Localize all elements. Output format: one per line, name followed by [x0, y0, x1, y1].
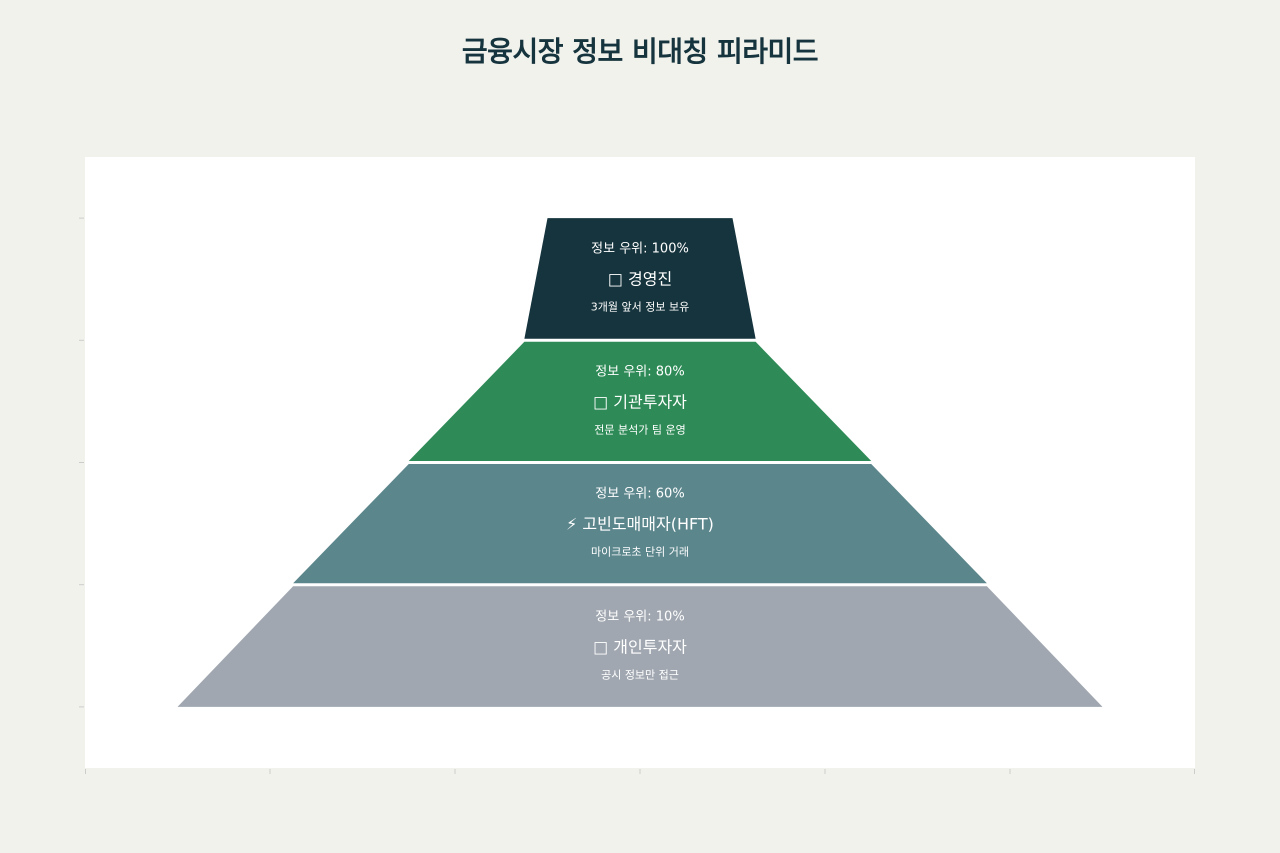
level-advantage-label: 정보 우위: 10%: [595, 610, 684, 625]
pyramid-segment: [408, 341, 872, 461]
level-desc-label: 전문 분석가 팀 운영: [594, 423, 685, 436]
level-name-label: □ 기관투자자: [593, 392, 687, 411]
level-desc-label: 3개월 앞서 정보 보유: [591, 300, 689, 313]
level-advantage-label: 정보 우위: 100%: [591, 241, 689, 256]
level-name-label: □ 개인투자자: [593, 638, 687, 657]
pyramid-segment: [524, 218, 756, 339]
level-advantage-label: 정보 우위: 60%: [595, 487, 684, 502]
pyramid-level-1: 정보 우위: 100% □ 경영진 3개월 앞서 정보 보유: [524, 218, 756, 339]
pyramid-segment: [177, 586, 1103, 707]
axis-ticks: [79, 217, 1195, 774]
pyramid-segment: [293, 464, 987, 584]
level-name-label: □ 경영진: [608, 269, 672, 288]
level-desc-label: 마이크로초 단위 거래: [591, 546, 689, 559]
chart-title: 금융시장 정보 비대칭 피라미드: [461, 35, 819, 68]
pyramid-level-3: 정보 우위: 60% ⚡ 고빈도매매자(HFT) 마이크로초 단위 거래: [293, 464, 987, 584]
level-name-label: ⚡ 고빈도매매자(HFT): [566, 515, 714, 534]
level-desc-label: 공시 정보만 접근: [601, 669, 679, 682]
level-advantage-label: 정보 우위: 80%: [595, 364, 684, 379]
